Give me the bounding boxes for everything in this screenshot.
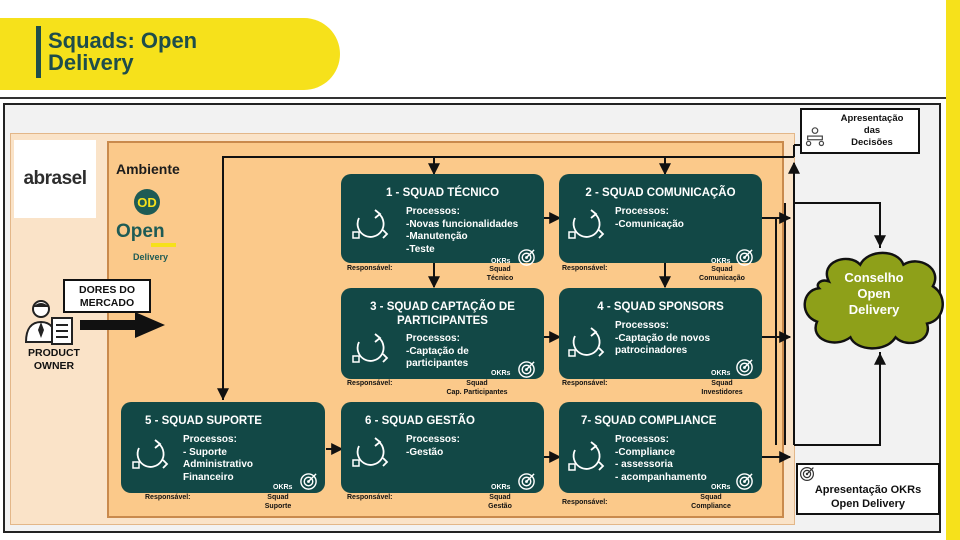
target-icon xyxy=(800,467,814,481)
target-icon xyxy=(518,361,535,378)
squad-processes: Processos: -Captação de participantes xyxy=(406,333,469,369)
title-accent-bar xyxy=(36,26,41,78)
dores-do-mercado-box: DORES DO MERCADO xyxy=(63,279,151,313)
decisoes-box: Apresentação das Decisões xyxy=(800,108,920,154)
squad-title: 4 - SQUAD SPONSORS xyxy=(597,301,724,313)
responsavel-label: Responsável: xyxy=(562,380,608,387)
responsavel-name: Squad Investidores xyxy=(701,380,743,396)
process-cycle-icon xyxy=(352,209,389,239)
okrs-label: OKRs xyxy=(491,258,511,265)
squad-compliance[interactable]: 7- SQUAD COMPLIANCE Processos: -Complian… xyxy=(559,402,762,493)
squad-title: 5 - SQUAD SUPORTE xyxy=(145,415,262,427)
header-divider xyxy=(0,97,946,99)
target-icon xyxy=(518,473,535,490)
target-icon xyxy=(736,359,753,376)
squad-captacao-participantes[interactable]: 3 - SQUAD CAPTAÇÃO DE PARTICIPANTES Proc… xyxy=(341,288,544,379)
target-icon xyxy=(736,473,753,490)
od-logo-open: Open xyxy=(116,221,165,242)
squad-sponsors[interactable]: 4 - SQUAD SPONSORS Processos: -Captação … xyxy=(559,288,762,379)
squad-comunicacao[interactable]: 2 - SQUAD COMUNICAÇÃO Processos: -Comuni… xyxy=(559,174,762,266)
target-icon xyxy=(736,249,753,266)
squad-tecnico[interactable]: 1 - SQUAD TÉCNICO Processos: -Novas func… xyxy=(341,174,544,266)
responsavel-name: Squad Comunicação xyxy=(699,266,745,282)
process-cycle-icon xyxy=(352,333,389,363)
od-logo-delivery: Delivery xyxy=(133,252,169,262)
responsavel-name: Squad Gestão xyxy=(488,494,512,510)
responsavel-label: Responsável: xyxy=(347,380,393,387)
conselho-cloud xyxy=(803,251,944,350)
open-delivery-logo-icon: OD xyxy=(134,189,176,247)
page-title: Squads: Open Delivery xyxy=(48,28,198,75)
squad-title: 3 - SQUAD CAPTAÇÃO DE PARTICIPANTES xyxy=(370,301,515,327)
okrs-label: OKRs xyxy=(273,484,293,491)
abrasel-logo: abrasel xyxy=(14,140,96,218)
okrs-presentation-box: Apresentação OKRs Open Delivery xyxy=(796,463,940,515)
responsavel-name: Squad Cap. Participantes xyxy=(446,380,508,396)
okrs-label: OKRs xyxy=(491,484,511,491)
squad-title: 6 - SQUAD GESTÃO xyxy=(365,415,475,427)
responsavel-label: Responsável: xyxy=(145,494,191,501)
okrs-label: OKRs xyxy=(711,484,731,491)
ambient-label: Ambiente xyxy=(116,161,180,177)
squad-processes: Processos: -Compliance - assessoria - ac… xyxy=(615,434,707,483)
od-mark: OD xyxy=(137,195,157,210)
conselho-label: Conselho Open Delivery xyxy=(844,270,904,317)
process-cycle-icon xyxy=(568,327,605,357)
product-owner-icon xyxy=(24,300,73,345)
responsavel-label: Responsável: xyxy=(562,499,608,506)
okrs-label: OKRs xyxy=(491,370,511,377)
squad-processes: Processos: -Comunicação xyxy=(615,206,684,230)
responsavel-label: Responsável: xyxy=(562,265,608,272)
right-accent-strip xyxy=(946,0,960,540)
squad-title: 1 - SQUAD TÉCNICO xyxy=(385,187,500,199)
responsavel-label: Responsável: xyxy=(347,494,393,501)
okrs-label: OKRs xyxy=(711,258,731,265)
process-cycle-icon xyxy=(132,439,169,469)
squad-gestao[interactable]: 6 - SQUAD GESTÃO Processos: -Gestão OKRs xyxy=(341,402,544,493)
target-icon xyxy=(300,473,317,490)
squad-suporte[interactable]: 5 - SQUAD SUPORTE Processos: - Suporte A… xyxy=(121,402,325,493)
process-cycle-icon xyxy=(568,209,605,239)
meeting-icon xyxy=(805,127,825,147)
responsavel-name: Squad Técnico xyxy=(486,266,514,282)
responsavel-name: Squad Suporte xyxy=(264,494,292,510)
squad-title: 7- SQUAD COMPLIANCE xyxy=(581,415,717,427)
squad-processes: Processos: -Gestão xyxy=(406,434,460,458)
squad-processes: Processos: -Novas funcionalidades -Manut… xyxy=(406,206,519,255)
title-banner xyxy=(0,18,340,90)
squad-processes: Processos: -Captação de novos patrocinad… xyxy=(615,320,711,356)
responsavel-name: Squad Compliance xyxy=(691,494,731,510)
squad-processes: Processos: - Suporte Administrativo Fina… xyxy=(183,434,254,483)
squad-title: 2 - SQUAD COMUNICAÇÃO xyxy=(585,187,736,199)
process-cycle-icon xyxy=(352,437,389,467)
responsavel-label: Responsável: xyxy=(347,265,393,272)
product-owner-label: PRODUCT OWNER xyxy=(28,347,80,372)
process-cycle-icon xyxy=(568,441,605,471)
target-icon xyxy=(518,249,535,266)
okrs-label: OKRs xyxy=(711,370,731,377)
